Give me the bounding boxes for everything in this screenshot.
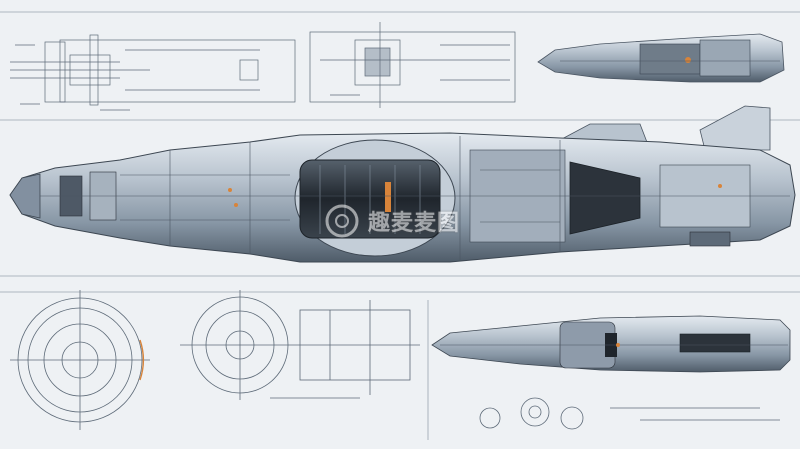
bottom-left-circle-diagram (10, 290, 150, 430)
top-center-schematic (309, 22, 516, 108)
bottom-center-circle-diagram (180, 290, 420, 400)
top-left-schematic (10, 34, 296, 111)
frame-lines (0, 11, 800, 440)
top-right-ship (537, 33, 785, 83)
bottom-detail-circles (479, 397, 780, 430)
bottom-right-ship (431, 315, 791, 373)
main-ship (9, 105, 796, 263)
